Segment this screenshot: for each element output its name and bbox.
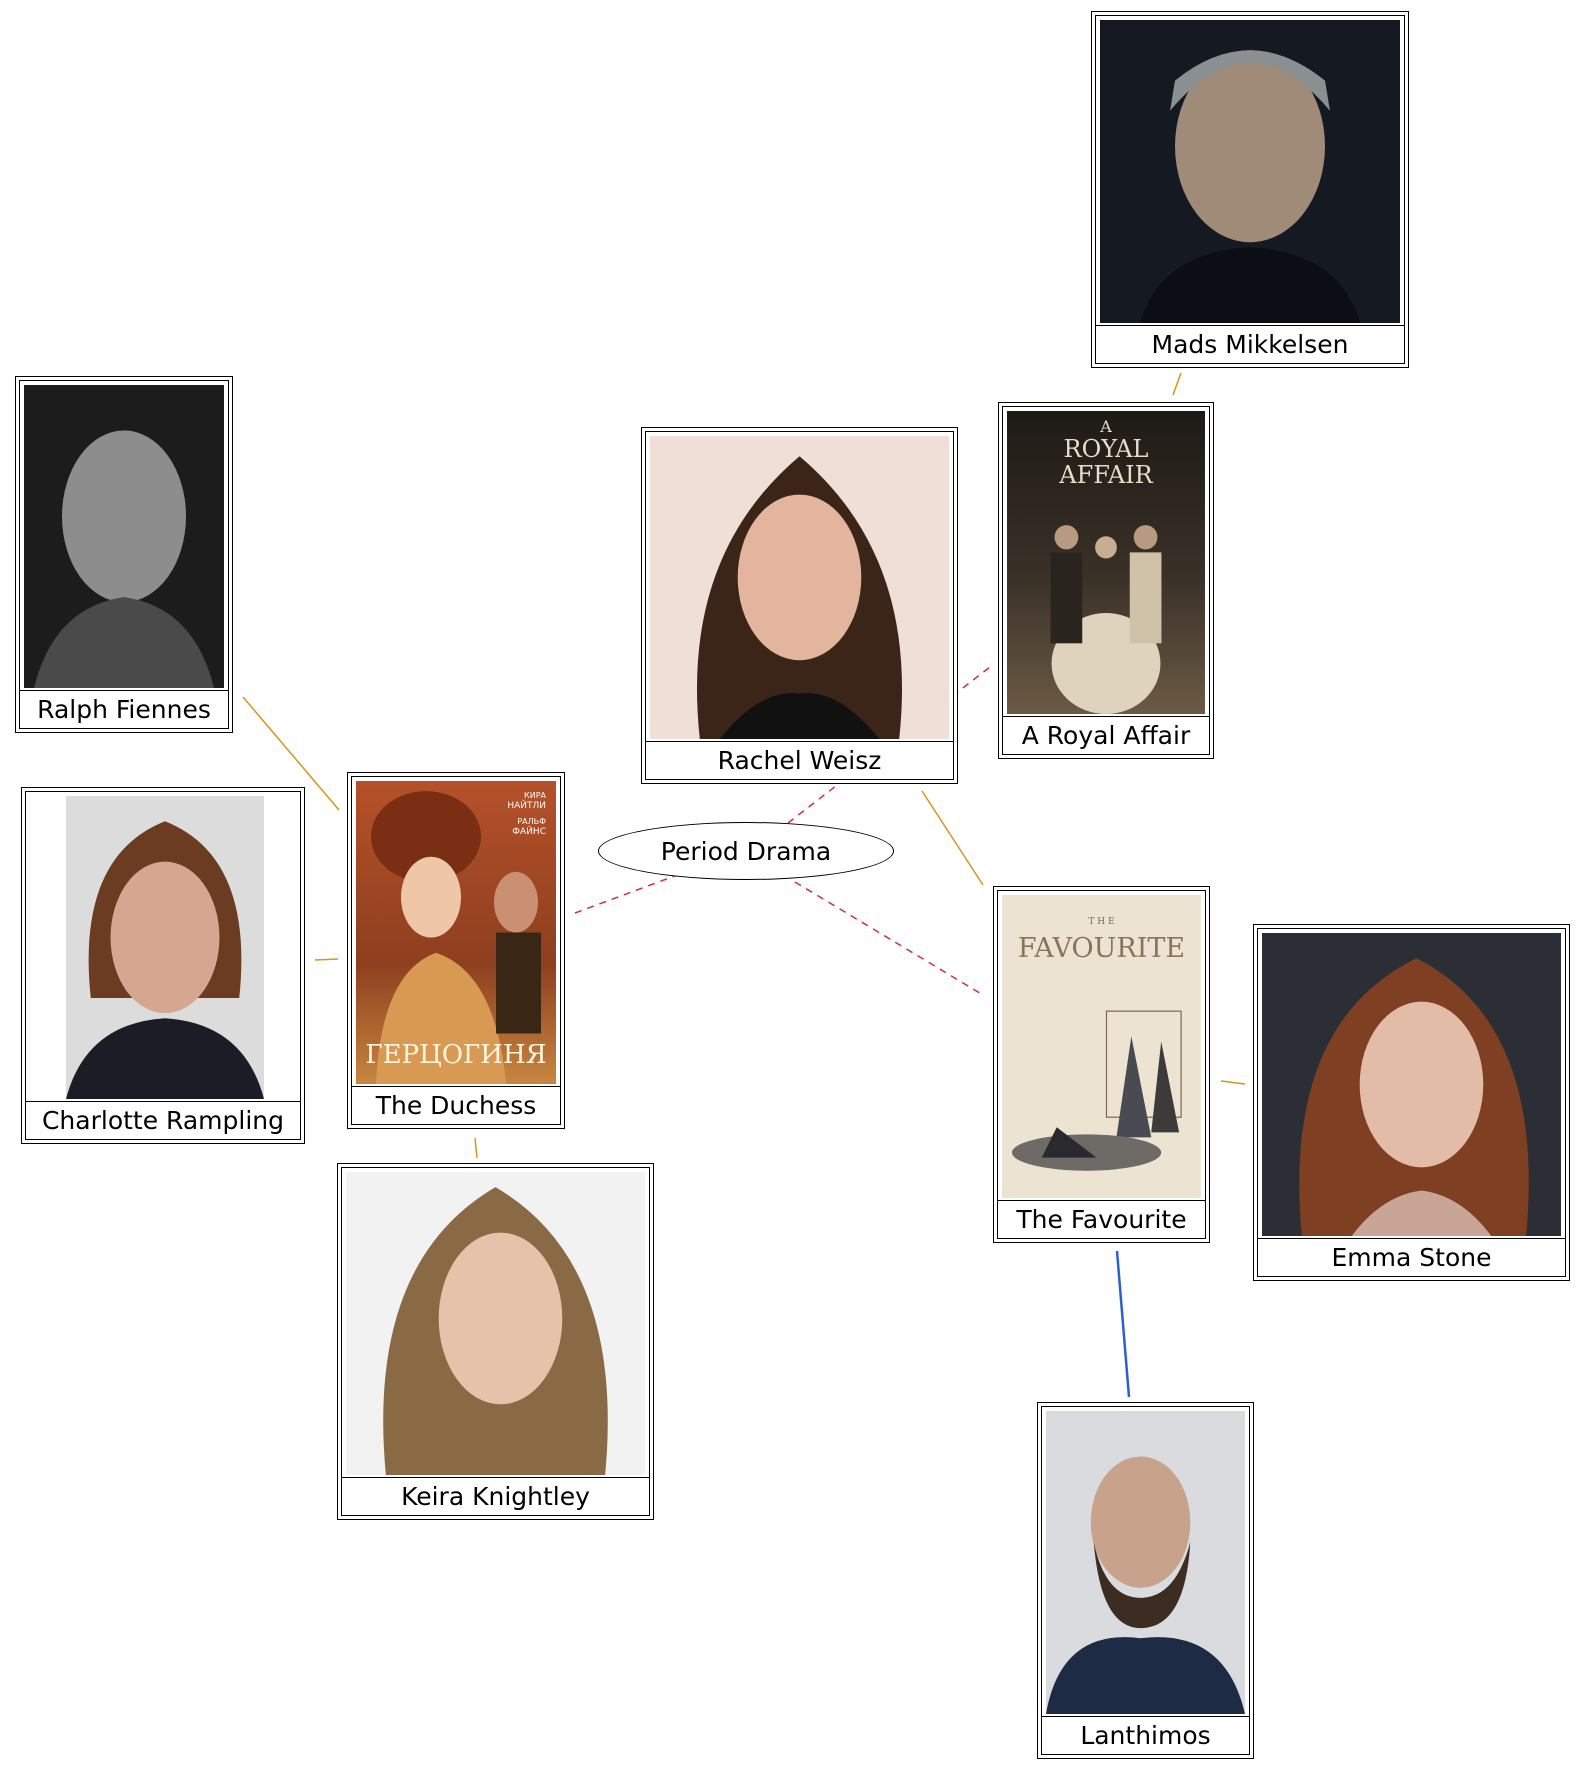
node-frame: Emma Stone (1257, 928, 1566, 1277)
poster-credit: КИРА (524, 791, 546, 800)
node-label: Emma Stone (1258, 1238, 1565, 1276)
node-emma-stone[interactable]: Emma Stone (1253, 924, 1570, 1281)
poster-title: FAVOURITE (1017, 933, 1186, 964)
node-frame: Charlotte Rampling (25, 791, 301, 1140)
poster-title-line: A (1100, 417, 1112, 436)
poster-credit: НАЙТЛИ (507, 801, 546, 811)
rachel-weisz-portrait (650, 436, 949, 739)
poster-title-line: ROYAL (1063, 435, 1149, 463)
keira-knightley-portrait (346, 1172, 645, 1475)
edge-charlotte-duchess (314, 958, 339, 961)
node-label: The Favourite (998, 1200, 1205, 1238)
poster-title-line: AFFAIR (1059, 461, 1153, 489)
node-label: Ralph Fiennes (20, 690, 228, 728)
emma-stone-portrait (1262, 933, 1561, 1236)
node-the-favourite[interactable]: T H E FAVOURITE The Favourite (993, 886, 1210, 1243)
the-favourite-poster: T H E FAVOURITE (1002, 895, 1201, 1198)
node-frame: Ralph Fiennes (19, 380, 229, 729)
node-mads-mikkelsen[interactable]: Mads Mikkelsen (1091, 11, 1409, 368)
edge-ralph-duchess (242, 696, 340, 811)
a-royal-affair-poster: A ROYAL AFFAIR (1007, 411, 1205, 714)
edge-genre-favourite (794, 881, 984, 996)
the-duchess-poster: КИРА НАЙТЛИ РАЛЬФ ФАЙНС ГЕРЦОГИНЯ (356, 781, 556, 1084)
edge-genre-duchess (574, 873, 681, 914)
node-rachel-weisz[interactable]: Rachel Weisz (641, 427, 958, 784)
poster-title: ГЕРЦОГИНЯ (365, 1040, 547, 1070)
mads-mikkelsen-portrait (1100, 20, 1400, 323)
node-label: Charlotte Rampling (26, 1101, 300, 1139)
node-lanthimos[interactable]: Lanthimos (1037, 1402, 1254, 1759)
node-label: Keira Knightley (342, 1477, 649, 1515)
edge-mads-royal-affair (1172, 372, 1182, 396)
node-a-royal-affair[interactable]: A ROYAL AFFAIR A Royal Affair (998, 402, 1214, 759)
edge-lanthimos-favourite (1115, 1250, 1131, 1398)
node-frame: T H E FAVOURITE The Favourite (997, 890, 1206, 1239)
charlotte-rampling-portrait (66, 796, 264, 1099)
node-label: Mads Mikkelsen (1096, 325, 1404, 363)
node-frame: КИРА НАЙТЛИ РАЛЬФ ФАЙНС ГЕРЦОГИНЯ The Du… (351, 776, 561, 1125)
edge-keira-duchess (474, 1137, 478, 1159)
edge-emma-favourite (1220, 1080, 1246, 1085)
poster-credit: ФАЙНС (512, 827, 546, 837)
node-frame: Mads Mikkelsen (1095, 15, 1405, 364)
poster-credit: РАЛЬФ (517, 817, 546, 826)
ralph-fiennes-portrait (24, 385, 224, 688)
node-frame: Rachel Weisz (645, 431, 954, 780)
node-label: A Royal Affair (1003, 716, 1209, 754)
node-frame: A ROYAL AFFAIR A Royal Affair (1002, 406, 1210, 755)
genre-period-drama[interactable]: Period Drama (598, 822, 894, 880)
node-the-duchess[interactable]: КИРА НАЙТЛИ РАЛЬФ ФАЙНС ГЕРЦОГИНЯ The Du… (347, 772, 565, 1129)
node-label: Rachel Weisz (646, 741, 953, 779)
node-charlotte-rampling[interactable]: Charlotte Rampling (21, 787, 305, 1144)
node-label: The Duchess (352, 1086, 560, 1124)
poster-the: T H E (1088, 917, 1115, 927)
node-frame: Keira Knightley (341, 1167, 650, 1516)
edge-rachel-favourite (921, 790, 984, 886)
node-frame: Lanthimos (1041, 1406, 1250, 1755)
lanthimos-portrait (1046, 1411, 1245, 1714)
node-label: Lanthimos (1042, 1716, 1249, 1754)
node-ralph-fiennes[interactable]: Ralph Fiennes (15, 376, 233, 733)
node-keira-knightley[interactable]: Keira Knightley (337, 1163, 654, 1520)
